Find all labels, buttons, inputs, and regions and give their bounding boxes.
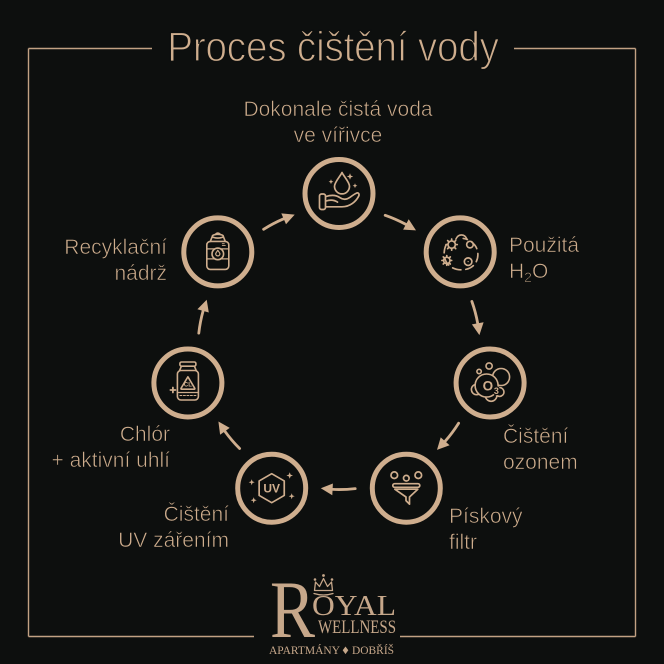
label-recycle-line2: nádrž — [114, 262, 167, 286]
label-recycle-line1: Recyklační — [64, 236, 167, 260]
logo-crown-icon — [313, 574, 334, 596]
label-ozone: Čištění ozonem — [503, 424, 578, 476]
logo-diamond-separator-icon — [342, 646, 349, 655]
hand-water-drop-icon — [318, 171, 360, 211]
label-uv-line1: Čištění — [163, 503, 229, 527]
ozone-icon-text: O — [483, 379, 494, 394]
arrow-chlorine-to-recycle — [197, 299, 209, 335]
label-chlorine: Chlór + aktivní uhlí — [51, 422, 171, 474]
water-microbes-icon — [441, 234, 479, 271]
label-used-water: Použitá H2O — [509, 233, 580, 290]
node-circle-recycle — [181, 215, 255, 289]
label-recycle: Recyklační nádrž — [64, 235, 167, 287]
arrow-used-to-ozone — [470, 300, 484, 336]
label-sand-filter-line2: filtr — [449, 531, 478, 555]
label-used-water-line2: H2O — [509, 260, 549, 286]
label-chlorine-line1: Chlór — [119, 423, 171, 447]
node-circle-clean-water — [302, 157, 376, 230]
node-circle-ozone — [453, 346, 527, 420]
label-sand-filter-line1: Pískový — [449, 505, 523, 529]
label-ozone-line1: Čištění — [503, 425, 569, 449]
arrow-clean-to-used — [383, 213, 416, 231]
node-rings — [151, 157, 527, 525]
label-chlorine-line2: + aktivní uhlí — [51, 449, 170, 473]
arrow-ozone-to-sand — [437, 421, 460, 450]
arrow-uv-to-chlorine — [218, 421, 241, 450]
label-ozone-line2: ozonem — [503, 451, 578, 475]
label-clean-water-line1: Dokonale čistá voda — [243, 98, 433, 122]
logo-brand-word2: WELLNESS — [318, 617, 396, 638]
uv-icon-text: UV — [263, 482, 280, 496]
logo-tagline-right: DOBŘÍŠ — [352, 643, 394, 657]
logo-brand-rest: OYAL — [312, 591, 396, 622]
ozone-icon-text-sub: 3 — [494, 386, 499, 396]
label-uv: Čištění UV zářením — [118, 502, 229, 554]
label-used-water-line1: Použitá — [509, 234, 580, 258]
node-circle-sand-filter — [369, 451, 443, 525]
recycle-tank-icon — [206, 232, 230, 271]
logo-tagline-left: APARTMÁNY — [269, 643, 340, 657]
chlorine-icon-text: CL — [184, 383, 192, 389]
arrow-sand-to-uv — [320, 483, 357, 496]
arrow-recycle-to-clean — [262, 213, 295, 231]
frame-border — [27, 47, 637, 638]
label-clean-water: Dokonale čistá voda ve vířivce — [243, 97, 433, 149]
uv-hexagon-icon: UV — [248, 472, 295, 504]
funnel-icon — [390, 471, 423, 506]
page-title: Proces čištění vody — [167, 22, 500, 70]
cycle-arrows — [197, 213, 484, 496]
node-circle-used-water — [423, 215, 497, 289]
chlorine-jar-icon: CL — [169, 361, 200, 401]
node-circle-chlorine — [151, 346, 225, 420]
node-circle-uv — [235, 451, 309, 525]
label-sand-filter: Pískový filtr — [449, 504, 523, 556]
logo-initial: R — [270, 564, 315, 655]
label-clean-water-line2: ve vířivce — [293, 124, 383, 148]
ozone-foam-icon: O 3 — [470, 362, 511, 403]
label-uv-line2: UV zářením — [118, 529, 229, 553]
